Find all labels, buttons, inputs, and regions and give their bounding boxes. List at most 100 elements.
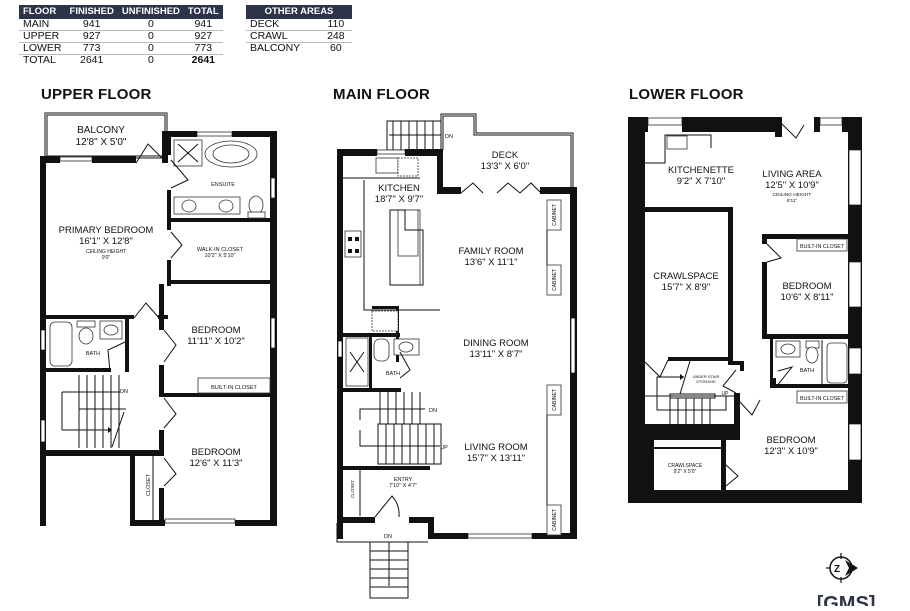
room-note: 8'11": [787, 198, 798, 204]
cell-total: 773: [183, 42, 223, 55]
room-dims: 12'5" X 10'9": [765, 180, 819, 191]
room-dims: 12'3" X 10'9": [764, 446, 818, 457]
upper-floor-plan: BALCONY 12'8" X 5'0" PRIMARY BEDROOM 16'…: [40, 112, 277, 526]
room-dims: 12'6" X 11'3": [190, 458, 243, 469]
cell-finished: 773: [65, 42, 118, 55]
cell-finished: 941: [65, 19, 118, 31]
table-row: MAIN 941 0 941: [19, 19, 223, 31]
room-label: DINING ROOM: [463, 338, 529, 349]
room-label: LIVING ROOM: [464, 442, 527, 453]
room-dims: 10'2" X 5'10": [204, 253, 235, 259]
room-dims: 15'7" X 8'9": [662, 282, 710, 293]
cell-unfinished: 0: [117, 42, 184, 55]
cell-finished: 2641: [80, 54, 104, 66]
room-dims: 11'11" X 10'2": [187, 336, 245, 347]
room-label: CLOSET: [350, 480, 355, 498]
col-floor: FLOOR: [19, 5, 66, 19]
cell-total: 941: [183, 19, 223, 31]
lower-floor-title: LOWER FLOOR: [629, 86, 744, 103]
room-dims: 13'6" X 11'1": [465, 257, 518, 268]
cell-finished: 927: [65, 30, 118, 43]
room-label: BUILT-IN CLOSET: [800, 244, 845, 250]
cell-unfinished: 0: [117, 30, 184, 43]
cell-value: 60: [329, 42, 342, 54]
room-label: BATH: [800, 368, 814, 374]
room-dims: 9'2" X 5'0": [674, 469, 697, 475]
stairs-label: UP: [440, 445, 448, 451]
room-label: LIVING AREA: [762, 169, 822, 180]
room-label: BUILT-IN CLOSET: [211, 385, 257, 391]
col-unfinished: UNFINISHED: [117, 5, 184, 19]
room-dims: 10'6" X 8'11": [781, 292, 834, 303]
room-label: BEDROOM: [191, 325, 240, 336]
cell-name: CRAWL: [246, 30, 320, 43]
upper-floor-title: UPPER FLOOR: [41, 86, 152, 103]
cell-floor: UPPER: [19, 30, 66, 43]
cabinet-label: CABINET: [552, 509, 558, 531]
room-dims: 9'2" X 7'10": [677, 176, 725, 187]
lower-floor-plan: KITCHENETTE 9'2" X 7'10" LIVING AREA 12'…: [628, 117, 862, 503]
floor-area-table: FLOOR FINISHED UNFINISHED TOTAL MAIN 941…: [19, 5, 223, 66]
cell-total: 927: [183, 30, 223, 43]
room-note: CEILING HEIGHT: [773, 192, 812, 198]
table-row: UPPER 927 0 927: [19, 30, 223, 43]
room-label: CRAWLSPACE: [668, 463, 703, 469]
gms-logo: Z [GMS]: [817, 548, 878, 611]
room-dims: 7'10" X 4'7": [389, 483, 417, 489]
main-floor-plan: DECK 13'3" X 6'0" DN KITCHEN 18'7" X 9'7…: [336, 113, 577, 599]
room-label: ENSUITE: [211, 182, 235, 188]
cabinet-label: CABINET: [552, 204, 558, 226]
other-areas-header: OTHER AREAS: [246, 5, 352, 19]
cabinet-label: CABINET: [552, 269, 558, 291]
room-label: STORAGE: [696, 379, 716, 384]
cell-value: 110: [319, 19, 352, 31]
room-label: DECK: [492, 150, 519, 161]
room-label: FAMILY ROOM: [458, 246, 523, 257]
lower-stairs: [645, 360, 734, 424]
stairs-label: DN: [120, 389, 128, 395]
cell-floor: TOTAL: [23, 54, 56, 66]
table-row-total: TOTAL 2641 0 2641: [19, 55, 223, 67]
stairs-label: DN: [445, 134, 453, 140]
cabinet-label: CABINET: [552, 389, 558, 411]
logo-text: [GMS]: [818, 593, 875, 606]
room-label: BEDROOM: [766, 435, 815, 446]
room-label: BUILT-IN CLOSET: [800, 396, 845, 402]
table-row: LOWER 773 0 773: [19, 42, 223, 55]
cell-name: BALCONY: [250, 42, 301, 54]
compass-letter: Z: [834, 564, 840, 575]
stairs-label: DN: [384, 534, 392, 540]
room-note: CEILING HEIGHT: [86, 249, 126, 255]
room-dims: 18'7" X 9'7": [375, 194, 423, 205]
room-label: ENTRY: [394, 477, 413, 483]
col-finished: FINISHED: [65, 5, 118, 19]
cell-floor: MAIN: [19, 19, 66, 31]
cell-floor: LOWER: [19, 42, 66, 55]
col-total: TOTAL: [183, 5, 223, 19]
room-dims: 13'11" X 8'7": [470, 349, 523, 360]
room-label: CRAWLSPACE: [653, 271, 718, 282]
room-label: BATH: [386, 371, 400, 377]
room-dims: 12'8" X 5'0": [76, 137, 127, 148]
room-dims: 15'7" X 13'11": [467, 453, 525, 464]
cell-value: 248: [319, 30, 352, 43]
room-label: BEDROOM: [782, 281, 831, 292]
main-floor-title: MAIN FLOOR: [333, 86, 430, 103]
room-label: BATH: [86, 351, 100, 357]
stairs-label: UP: [722, 391, 730, 397]
cell-total: 2641: [191, 54, 215, 66]
room-dims: 13'3" X 6'0": [481, 161, 529, 172]
room-label: KITCHENETTE: [668, 165, 734, 176]
room-label: BALCONY: [77, 125, 125, 136]
room-label: WALK-IN CLOSET: [197, 247, 244, 253]
room-note: 9'0": [102, 255, 111, 261]
table-row: BALCONY 60: [246, 43, 352, 55]
room-label: CLOSET: [146, 473, 152, 496]
stairs-label: DN: [429, 408, 437, 414]
upper-stairs: [61, 375, 126, 448]
cell-unfinished: 0: [147, 54, 154, 66]
